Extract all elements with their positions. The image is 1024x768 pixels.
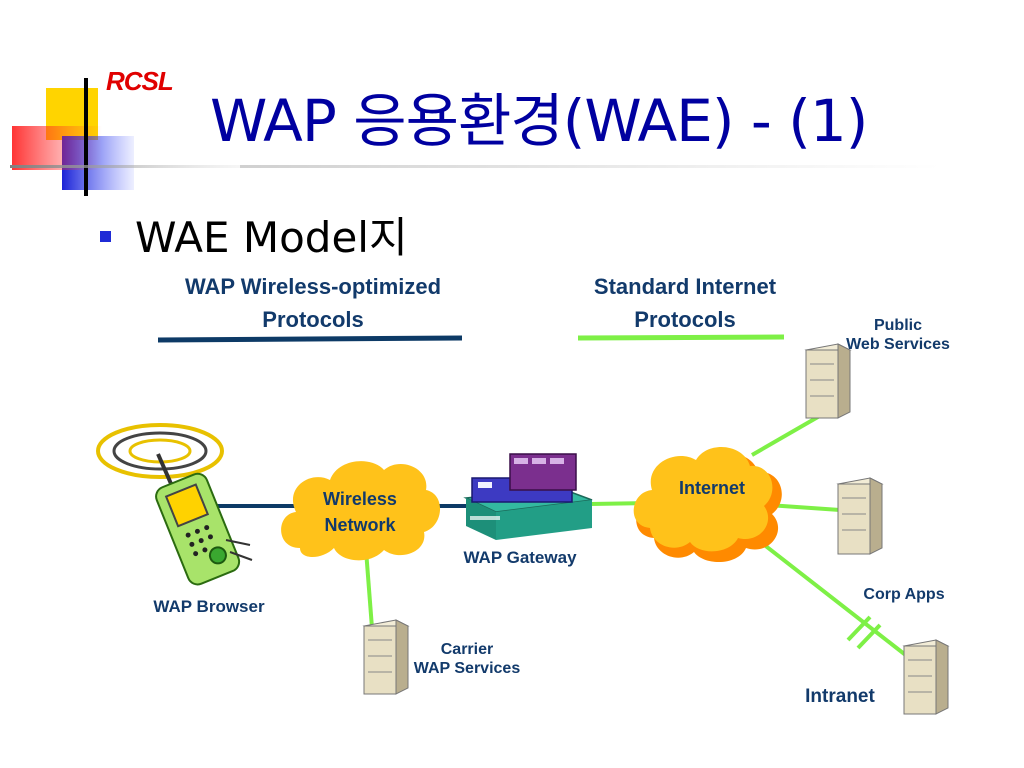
wap-gateway-label: WAP Gateway [463, 548, 577, 567]
internet-label: Internet [678, 478, 745, 498]
server-icon-intranet [902, 639, 950, 715]
phone-icon [96, 423, 253, 586]
wap-protocols-header-line1: WAP Wireless-optimized [184, 274, 442, 299]
title-underline [240, 165, 940, 168]
wap-protocols-header: WAP Wireless-optimized Protocols [140, 270, 486, 336]
bullet-text: WAE Model지 [135, 213, 408, 262]
link-internet-intranet [756, 538, 914, 662]
intranet-label: Intranet [805, 686, 875, 707]
internet-protocols-line [577, 334, 785, 341]
vertical-rule [84, 78, 88, 196]
public-web-services-line2: Web Services [846, 336, 950, 353]
link-network-carrier [364, 549, 374, 629]
bullet-marker [100, 231, 111, 242]
wireless-network-line2: Network [324, 515, 396, 535]
internet-protocols-header: Standard Internet Protocols [554, 270, 816, 336]
internet-protocols-header-line1: Standard Internet [593, 274, 777, 299]
wap-browser-label: WAP Browser [153, 597, 265, 616]
carrier-wap-services-line1: Carrier [440, 641, 494, 658]
public-web-services-label: Public Web Services [842, 316, 954, 354]
server-icon-carrier [362, 619, 410, 695]
link-internet-server [767, 503, 841, 512]
internet-protocols-header-line2: Protocols [634, 307, 736, 332]
wap-gateway-icon [463, 453, 593, 540]
wireless-network-line1: Wireless [323, 489, 397, 509]
internet-cloud [633, 447, 782, 563]
wap-protocols-header-line2: Protocols [262, 307, 364, 332]
carrier-wap-services-line2: WAP Services [413, 660, 521, 677]
server-icon-middle [836, 477, 884, 555]
wireless-network-cloud [281, 461, 441, 561]
slide-title: WAP 응용환경(WAE) - (1) [210, 87, 868, 155]
firewall-mark [846, 615, 872, 642]
wireless-network-label: Wireless Network [298, 486, 422, 538]
wap-protocols-line [157, 335, 463, 343]
server-icon-public [804, 343, 852, 419]
firewall-mark [856, 623, 882, 650]
horizontal-rule [10, 165, 240, 168]
corp-apps-label: Corp Apps [863, 586, 945, 603]
logo: RCSL [106, 66, 174, 96]
carrier-wap-services-label: Carrier WAP Services [410, 640, 524, 678]
public-web-services-line1: Public [873, 317, 922, 334]
title-decoration [10, 78, 240, 196]
